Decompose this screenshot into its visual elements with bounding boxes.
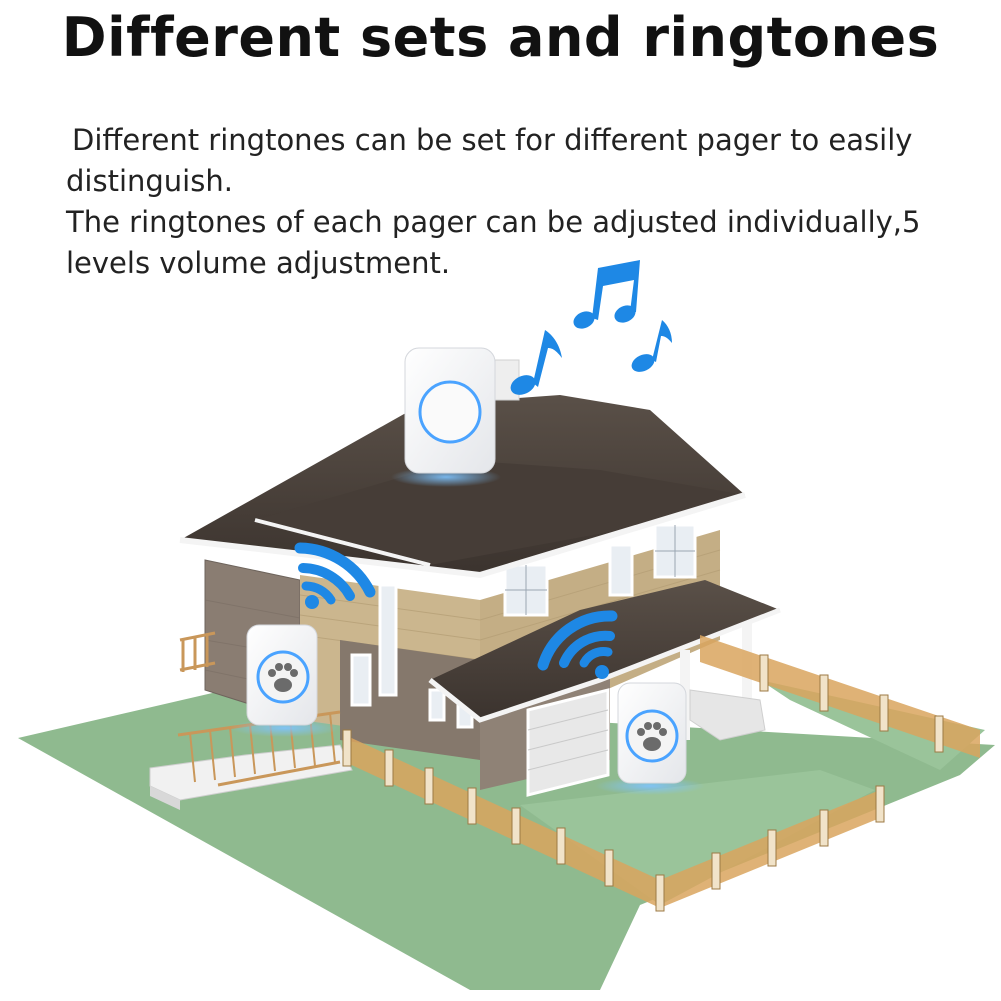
window: [350, 653, 372, 707]
wifi-signal-icon: [537, 610, 618, 679]
description-line-1: Different ringtones can be set for diffe…: [66, 123, 913, 198]
receiver-device: [391, 347, 501, 487]
transmitter-device-right: [595, 682, 705, 795]
headline: Different sets and ringtones: [61, 6, 940, 69]
front-fence: [342, 635, 980, 912]
description: Different ringtones can be set for diffe…: [66, 120, 946, 284]
paw-icon: [637, 722, 667, 751]
wifi-signal-icon: [294, 542, 376, 609]
music-note-icon: [510, 260, 672, 395]
description-line-2: The ringtones of each pager can be adjus…: [66, 205, 921, 280]
transmitter-device-left: [230, 624, 340, 737]
window: [428, 688, 446, 722]
walkway: [149, 744, 353, 810]
garage-door: [526, 688, 610, 797]
window: [608, 543, 634, 597]
window: [378, 583, 398, 697]
paw-icon: [268, 663, 298, 692]
